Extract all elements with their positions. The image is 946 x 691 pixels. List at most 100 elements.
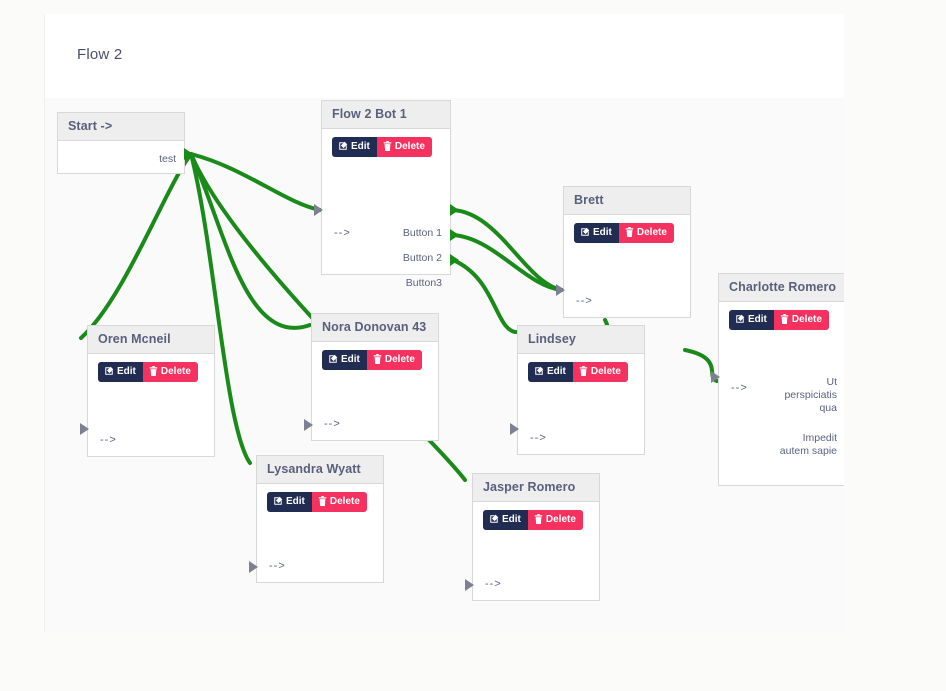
input-port[interactable]: --> — [100, 434, 117, 446]
trash-icon — [780, 314, 789, 324]
input-port-marker[interactable] — [304, 419, 313, 431]
delete-button[interactable]: Delete — [311, 492, 367, 512]
node-title: Oren Mcneil — [88, 326, 214, 354]
delete-button[interactable]: Delete — [572, 362, 628, 382]
output-port-button-3[interactable]: Button3 — [405, 277, 442, 289]
input-port[interactable]: --> — [324, 418, 341, 430]
input-port[interactable]: --> — [334, 227, 351, 239]
pencil-square-icon — [535, 366, 544, 375]
edge-start-nora — [189, 152, 312, 330]
node-actions: Edit Delete — [719, 302, 844, 330]
output-port-button-1[interactable]: Button 1 — [402, 227, 442, 239]
node-body: Edit Delete --> — [88, 354, 214, 459]
pencil-square-icon — [581, 227, 590, 236]
edit-button[interactable]: Edit — [574, 223, 619, 243]
node-lindsey[interactable]: Lindsey Edit Delete — [517, 325, 645, 455]
output-port-test[interactable]: test — [159, 153, 176, 165]
edge-start-lysandra — [189, 152, 252, 465]
edit-button[interactable]: Edit — [528, 362, 573, 382]
input-port-marker[interactable] — [510, 423, 519, 435]
delete-button[interactable]: Delete — [773, 310, 829, 330]
edit-button[interactable]: Edit — [267, 492, 312, 512]
output-port-marker[interactable] — [184, 148, 193, 160]
pencil-square-icon — [105, 366, 114, 375]
edit-button[interactable]: Edit — [483, 510, 528, 530]
node-actions: Edit Delete — [322, 129, 450, 157]
edge-button1-brett — [451, 208, 564, 292]
node-start[interactable]: Start -> test — [57, 112, 185, 174]
edit-button-label: Edit — [117, 366, 136, 377]
node-charlotte-romero[interactable]: Charlotte Romero Edit Delete — [718, 273, 844, 486]
output-port-impedit-autem-sapie[interactable]: Impedit autem sapie — [779, 432, 837, 457]
node-actions: Edit Delete — [257, 484, 383, 512]
edit-button[interactable]: Edit — [98, 362, 143, 382]
trash-icon — [383, 141, 392, 151]
trash-icon — [318, 496, 327, 506]
input-port[interactable]: --> — [731, 382, 748, 394]
edit-button[interactable]: Edit — [322, 350, 367, 370]
edit-button[interactable]: Edit — [729, 310, 774, 330]
node-jasper-romero[interactable]: Jasper Romero Edit Delete — [472, 473, 600, 601]
input-port-marker[interactable] — [711, 371, 720, 383]
node-title: Brett — [564, 187, 690, 215]
input-port[interactable]: --> — [485, 578, 502, 590]
input-port[interactable]: --> — [530, 432, 547, 444]
delete-button-label: Delete — [329, 496, 360, 507]
node-body: Edit Delete --> — [473, 502, 599, 603]
node-body: Edit Delete --> — [518, 354, 644, 457]
pencil-square-icon — [736, 314, 745, 323]
edge-start-flow2bot1 — [189, 152, 322, 212]
node-body: Edit Delete --> — [564, 215, 690, 320]
edit-button[interactable]: Edit — [332, 137, 377, 157]
node-brett[interactable]: Brett Edit Delete — [563, 186, 691, 318]
node-lysandra-wyatt[interactable]: Lysandra Wyatt Edit Delete — [256, 455, 384, 583]
output-port-ut-perspiciatis-qua[interactable]: Ut perspiciatis qua — [784, 376, 837, 414]
input-port-marker[interactable] — [556, 284, 565, 296]
input-port-marker[interactable] — [80, 423, 89, 435]
node-title: Start -> — [58, 113, 184, 141]
node-actions: Edit Delete — [88, 354, 214, 382]
node-oren-mcneil[interactable]: Oren Mcneil Edit Delete — [87, 325, 215, 457]
edge-button2-brett — [451, 233, 564, 292]
delete-button[interactable]: Delete — [618, 223, 674, 243]
delete-button[interactable]: Delete — [366, 350, 422, 370]
delete-button-label: Delete — [791, 314, 822, 325]
input-port-marker[interactable] — [465, 579, 474, 591]
node-title: Jasper Romero — [473, 474, 599, 502]
edit-button-label: Edit — [341, 354, 360, 365]
edit-button-label: Edit — [593, 227, 612, 238]
delete-button[interactable]: Delete — [376, 137, 432, 157]
input-port[interactable]: --> — [576, 295, 593, 307]
delete-button-label: Delete — [160, 366, 191, 377]
delete-button-label: Delete — [394, 141, 425, 152]
trash-icon — [373, 354, 382, 364]
input-port-marker[interactable] — [314, 204, 323, 216]
node-actions: Edit Delete — [518, 354, 644, 382]
delete-button[interactable]: Delete — [142, 362, 198, 382]
node-nora-donovan-43[interactable]: Nora Donovan 43 Edit Delete — [311, 313, 439, 441]
input-port[interactable]: --> — [269, 560, 286, 572]
output-port-marker[interactable] — [450, 229, 459, 241]
edit-button-label: Edit — [502, 514, 521, 525]
output-port-marker[interactable] — [450, 204, 459, 216]
node-flow-2-bot-1[interactable]: Flow 2 Bot 1 Edit Delete — [321, 100, 451, 289]
node-body: test — [58, 141, 184, 173]
node-title: Flow 2 Bot 1 — [322, 101, 450, 129]
output-port-button-2[interactable]: Button 2 — [402, 252, 442, 264]
flow-canvas[interactable]: Start -> test Flow 2 Bot 1 Edit — [44, 98, 844, 633]
page-title: Flow 2 — [77, 46, 123, 63]
edge-start-oren — [79, 152, 193, 340]
edit-button-label: Edit — [748, 314, 767, 325]
delete-button-label: Delete — [636, 227, 667, 238]
node-actions: Edit Delete — [312, 342, 438, 370]
delete-button[interactable]: Delete — [527, 510, 583, 530]
trash-icon — [625, 227, 634, 237]
node-body: Edit Delete --> — [257, 484, 383, 585]
delete-button-label: Delete — [384, 354, 415, 365]
node-actions: Edit Delete — [564, 215, 690, 243]
trash-icon — [149, 366, 158, 376]
input-port-marker[interactable] — [249, 561, 258, 573]
output-port-marker[interactable] — [450, 254, 459, 266]
edit-button-label: Edit — [547, 366, 566, 377]
pencil-square-icon — [274, 496, 283, 505]
